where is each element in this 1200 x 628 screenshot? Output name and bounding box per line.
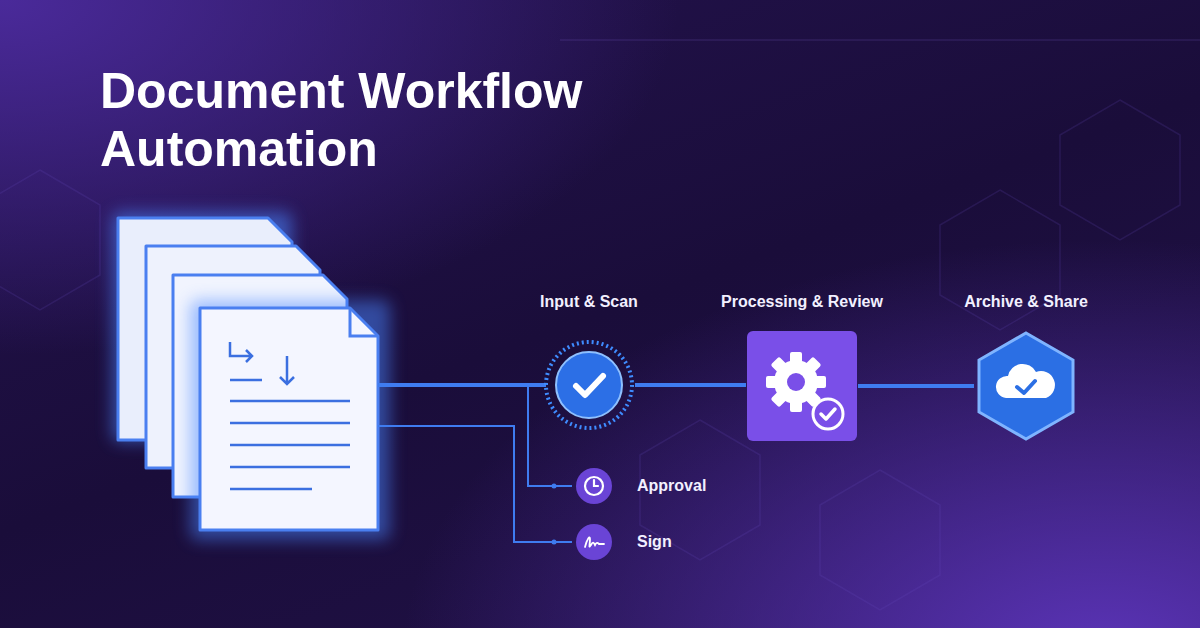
diagram-title: Document Workflow Automation	[100, 62, 700, 178]
processing-square	[746, 330, 858, 442]
scan-circle-graphic	[543, 339, 635, 431]
leader-dot	[552, 540, 557, 545]
step-label: Approval	[637, 476, 706, 496]
scan-circle	[543, 339, 635, 431]
step-node: Sign	[575, 523, 672, 561]
step-label: Sign	[637, 532, 672, 552]
process-node: Processing & Review	[692, 292, 912, 442]
approval-icon	[575, 467, 613, 505]
sign-icon	[575, 523, 613, 561]
archive-hexagon-graphic	[974, 330, 1078, 442]
node-heading: Archive & Share	[964, 292, 1088, 312]
sign-icon-graphic	[575, 523, 613, 561]
main-line	[378, 383, 546, 387]
process-node: Input & Scan	[479, 292, 699, 431]
approval-icon-graphic	[575, 467, 613, 505]
node-heading: Processing & Review	[721, 292, 883, 312]
flow-connector	[858, 384, 974, 388]
processing-square-graphic	[746, 330, 858, 442]
leader-line	[378, 426, 572, 542]
document-stack	[112, 212, 390, 540]
flow-connector	[635, 383, 746, 387]
decor-line	[560, 40, 1200, 41]
archive-hexagon	[974, 330, 1078, 442]
step-node: Approval	[575, 467, 706, 505]
node-heading: Input & Scan	[540, 292, 638, 312]
process-node: Archive & Share	[916, 292, 1136, 442]
leader-dot	[552, 484, 557, 489]
